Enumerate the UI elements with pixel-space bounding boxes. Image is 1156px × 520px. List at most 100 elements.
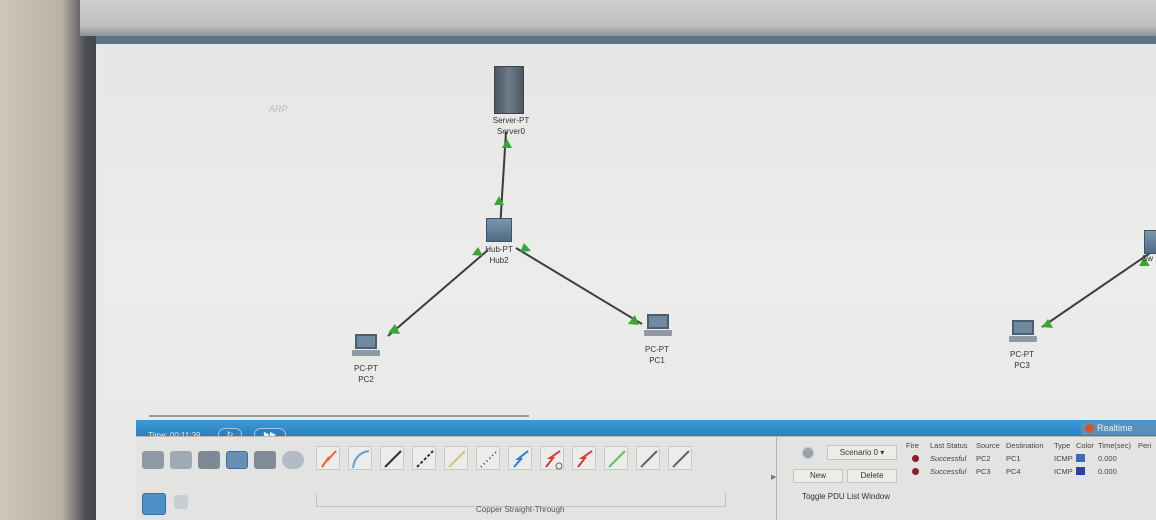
monitor-bezel-top bbox=[80, 0, 1156, 36]
link-status-arrow bbox=[388, 324, 400, 334]
col-last-status: Last Status bbox=[930, 441, 968, 450]
pc3-monitor bbox=[1012, 320, 1034, 335]
link-server0-hub2 bbox=[499, 131, 507, 230]
pdu-color-swatch bbox=[1076, 454, 1085, 462]
multiuser-cloud-icon[interactable] bbox=[282, 451, 304, 469]
scenario-select-value: Scenario 0 bbox=[839, 448, 878, 457]
sim-time-label: Time: 00:11:39 bbox=[148, 431, 200, 440]
pc3-label: PC-PT PC3 bbox=[987, 349, 1057, 371]
new-scenario-button[interactable]: New bbox=[793, 469, 843, 483]
col-time: Time(sec) bbox=[1098, 441, 1132, 450]
end-devices-icon[interactable] bbox=[170, 451, 192, 469]
pc1-label: PC-PT PC1 bbox=[622, 344, 692, 366]
pc1-monitor bbox=[647, 314, 669, 329]
console-cable-icon[interactable] bbox=[348, 446, 372, 470]
pc3-icon[interactable] bbox=[1009, 320, 1037, 344]
col-periodic: Peri bbox=[1138, 441, 1152, 450]
pc1-icon[interactable] bbox=[644, 314, 672, 338]
link-status-arrow bbox=[520, 243, 531, 252]
network-devices-icon[interactable] bbox=[142, 451, 164, 469]
auto-connection-cable-icon[interactable] bbox=[316, 446, 340, 470]
link-status-arrow bbox=[1139, 257, 1150, 266]
window-top-strip bbox=[96, 36, 1156, 44]
link-hub2-pc2 bbox=[387, 249, 489, 337]
coaxial-cable-icon[interactable] bbox=[508, 446, 532, 470]
pdu-status: Successful bbox=[930, 467, 967, 476]
iot-custom-cable-icon[interactable] bbox=[636, 446, 660, 470]
serial-dte-cable-icon[interactable] bbox=[572, 446, 596, 470]
link-pc3-switch bbox=[1041, 248, 1156, 328]
realtime-clock-icon bbox=[1085, 424, 1094, 433]
link-hub2-pc1 bbox=[515, 247, 643, 325]
col-type: Type bbox=[1054, 441, 1071, 450]
collapse-arrow-icon[interactable]: ▶ bbox=[771, 474, 777, 481]
pdu-time: 0.000 bbox=[1098, 454, 1117, 463]
cable-caption-frame bbox=[316, 493, 726, 507]
pc2-icon[interactable] bbox=[352, 334, 380, 358]
delete-scenario-button[interactable]: Delete bbox=[847, 469, 897, 483]
hub2-label: Hub-PT Hub2 bbox=[464, 244, 534, 266]
hub2-type-label: Hub-PT bbox=[485, 245, 513, 254]
logical-workspace[interactable]: ARP Server-PT Server0 Hub-PT Hub2 bbox=[104, 44, 1156, 420]
fire-bullet-icon[interactable] bbox=[912, 468, 919, 475]
misc-icon[interactable] bbox=[254, 451, 276, 469]
pdu-time: 0.000 bbox=[1098, 467, 1117, 476]
pdu-destination: PC4 bbox=[1006, 467, 1021, 476]
partial-switch-label: Sw bbox=[1141, 254, 1153, 263]
realtime-mode-tab[interactable]: Realtime bbox=[1081, 422, 1156, 435]
time-bar: Time: 00:11:39 ↻ ▶▶ Realtime bbox=[136, 420, 1156, 442]
server0-type-label: Server-PT bbox=[492, 116, 530, 125]
pc2-name-label: PC2 bbox=[358, 375, 374, 384]
workspace-scrollbar[interactable] bbox=[149, 415, 529, 417]
fiber-cable-icon[interactable] bbox=[444, 446, 468, 470]
pdu-row[interactable]: Successful PC2 PC1 ICMP 0.000 bbox=[906, 454, 1138, 465]
pdu-status: Successful bbox=[930, 454, 967, 463]
link-status-arrow bbox=[494, 196, 504, 205]
selected-cable-caption: Copper Straight-Through bbox=[476, 505, 565, 514]
serial-dce-cable-icon[interactable] bbox=[540, 446, 564, 470]
octal-cable-icon[interactable] bbox=[604, 446, 628, 470]
col-source: Source bbox=[976, 441, 1000, 450]
connections-icon[interactable] bbox=[226, 451, 248, 469]
workspace-watermark: ARP bbox=[269, 104, 288, 114]
phone-cable-icon[interactable] bbox=[476, 446, 500, 470]
col-color: Color bbox=[1076, 441, 1094, 450]
server0-name-label: Server0 bbox=[496, 127, 525, 136]
pdu-color-swatch bbox=[1076, 467, 1085, 475]
copper-straight-through-cable-icon[interactable] bbox=[380, 446, 404, 470]
grid-icon[interactable] bbox=[174, 495, 188, 509]
connections-category-selected-icon[interactable] bbox=[142, 493, 166, 515]
scenario-select[interactable]: Scenario 0 ▾ bbox=[827, 445, 897, 460]
pdu-row[interactable]: Successful PC3 PC4 ICMP 0.000 bbox=[906, 467, 1138, 478]
components-icon[interactable] bbox=[198, 451, 220, 469]
hub2-name-label: Hub2 bbox=[489, 256, 509, 265]
pdu-type: ICMP bbox=[1054, 454, 1073, 463]
partial-switch-icon[interactable] bbox=[1144, 230, 1156, 254]
server0-icon[interactable] bbox=[494, 66, 524, 114]
pc3-type-label: PC-PT bbox=[1010, 350, 1034, 359]
hub2-icon[interactable] bbox=[486, 218, 512, 242]
pc3-base bbox=[1009, 336, 1037, 342]
col-destination: Destination bbox=[1006, 441, 1044, 450]
toggle-pdu-list-button[interactable]: Toggle PDU List Window bbox=[801, 492, 891, 501]
usb-cable-icon[interactable] bbox=[668, 446, 692, 470]
copper-cross-over-cable-icon[interactable] bbox=[412, 446, 436, 470]
scenario-panel: Scenario 0 ▾ New Delete Toggle PDU List … bbox=[771, 437, 916, 520]
server0-label: Server-PT Server0 bbox=[476, 115, 546, 137]
link-status-arrow bbox=[1042, 319, 1053, 328]
pc3-name-label: PC3 bbox=[1014, 361, 1030, 370]
link-status-arrow bbox=[502, 139, 512, 148]
link-status-arrow bbox=[628, 315, 639, 325]
pdu-type: ICMP bbox=[1054, 467, 1073, 476]
pc2-label: PC-PT PC2 bbox=[331, 363, 401, 385]
scenario-info-icon[interactable] bbox=[802, 447, 814, 459]
realtime-label: Realtime bbox=[1097, 423, 1133, 433]
pdu-source: PC2 bbox=[976, 454, 991, 463]
fire-bullet-icon[interactable] bbox=[912, 455, 919, 462]
col-fire: Fire bbox=[906, 441, 919, 450]
network-links bbox=[387, 131, 1156, 337]
pc1-base bbox=[644, 330, 672, 336]
pdu-header-row: Fire Last Status Source Destination Type… bbox=[906, 441, 1154, 452]
packet-tracer-window: ARP Server-PT Server0 Hub-PT Hub2 bbox=[96, 36, 1156, 520]
pc2-type-label: PC-PT bbox=[354, 364, 378, 373]
